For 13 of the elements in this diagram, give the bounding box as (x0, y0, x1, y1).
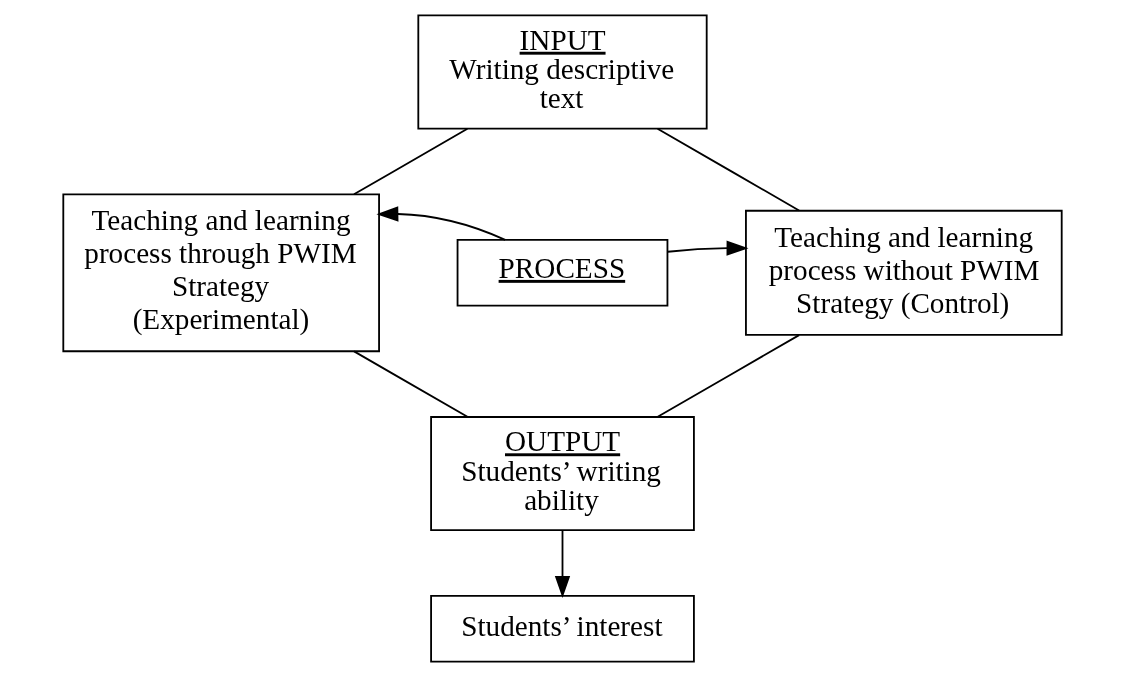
node-box: OUTPUT Students’ writing ability (429, 416, 695, 532)
node-box: Teaching and learning process without PWIM Strategy (Control) (744, 209, 1063, 336)
connector (656, 334, 800, 418)
node-box: PROCESS (456, 239, 668, 307)
connector (656, 127, 800, 212)
connector (352, 350, 468, 418)
node-box: Teaching and learning process through PWIM Strategy (Experimental) (61, 193, 380, 353)
arrow (666, 240, 748, 256)
node-box: INPUT Writing descriptive text (416, 14, 708, 130)
arrow (554, 530, 570, 598)
node-box: Students’ interest (429, 594, 695, 663)
arrow (375, 206, 506, 241)
connector (352, 127, 468, 196)
